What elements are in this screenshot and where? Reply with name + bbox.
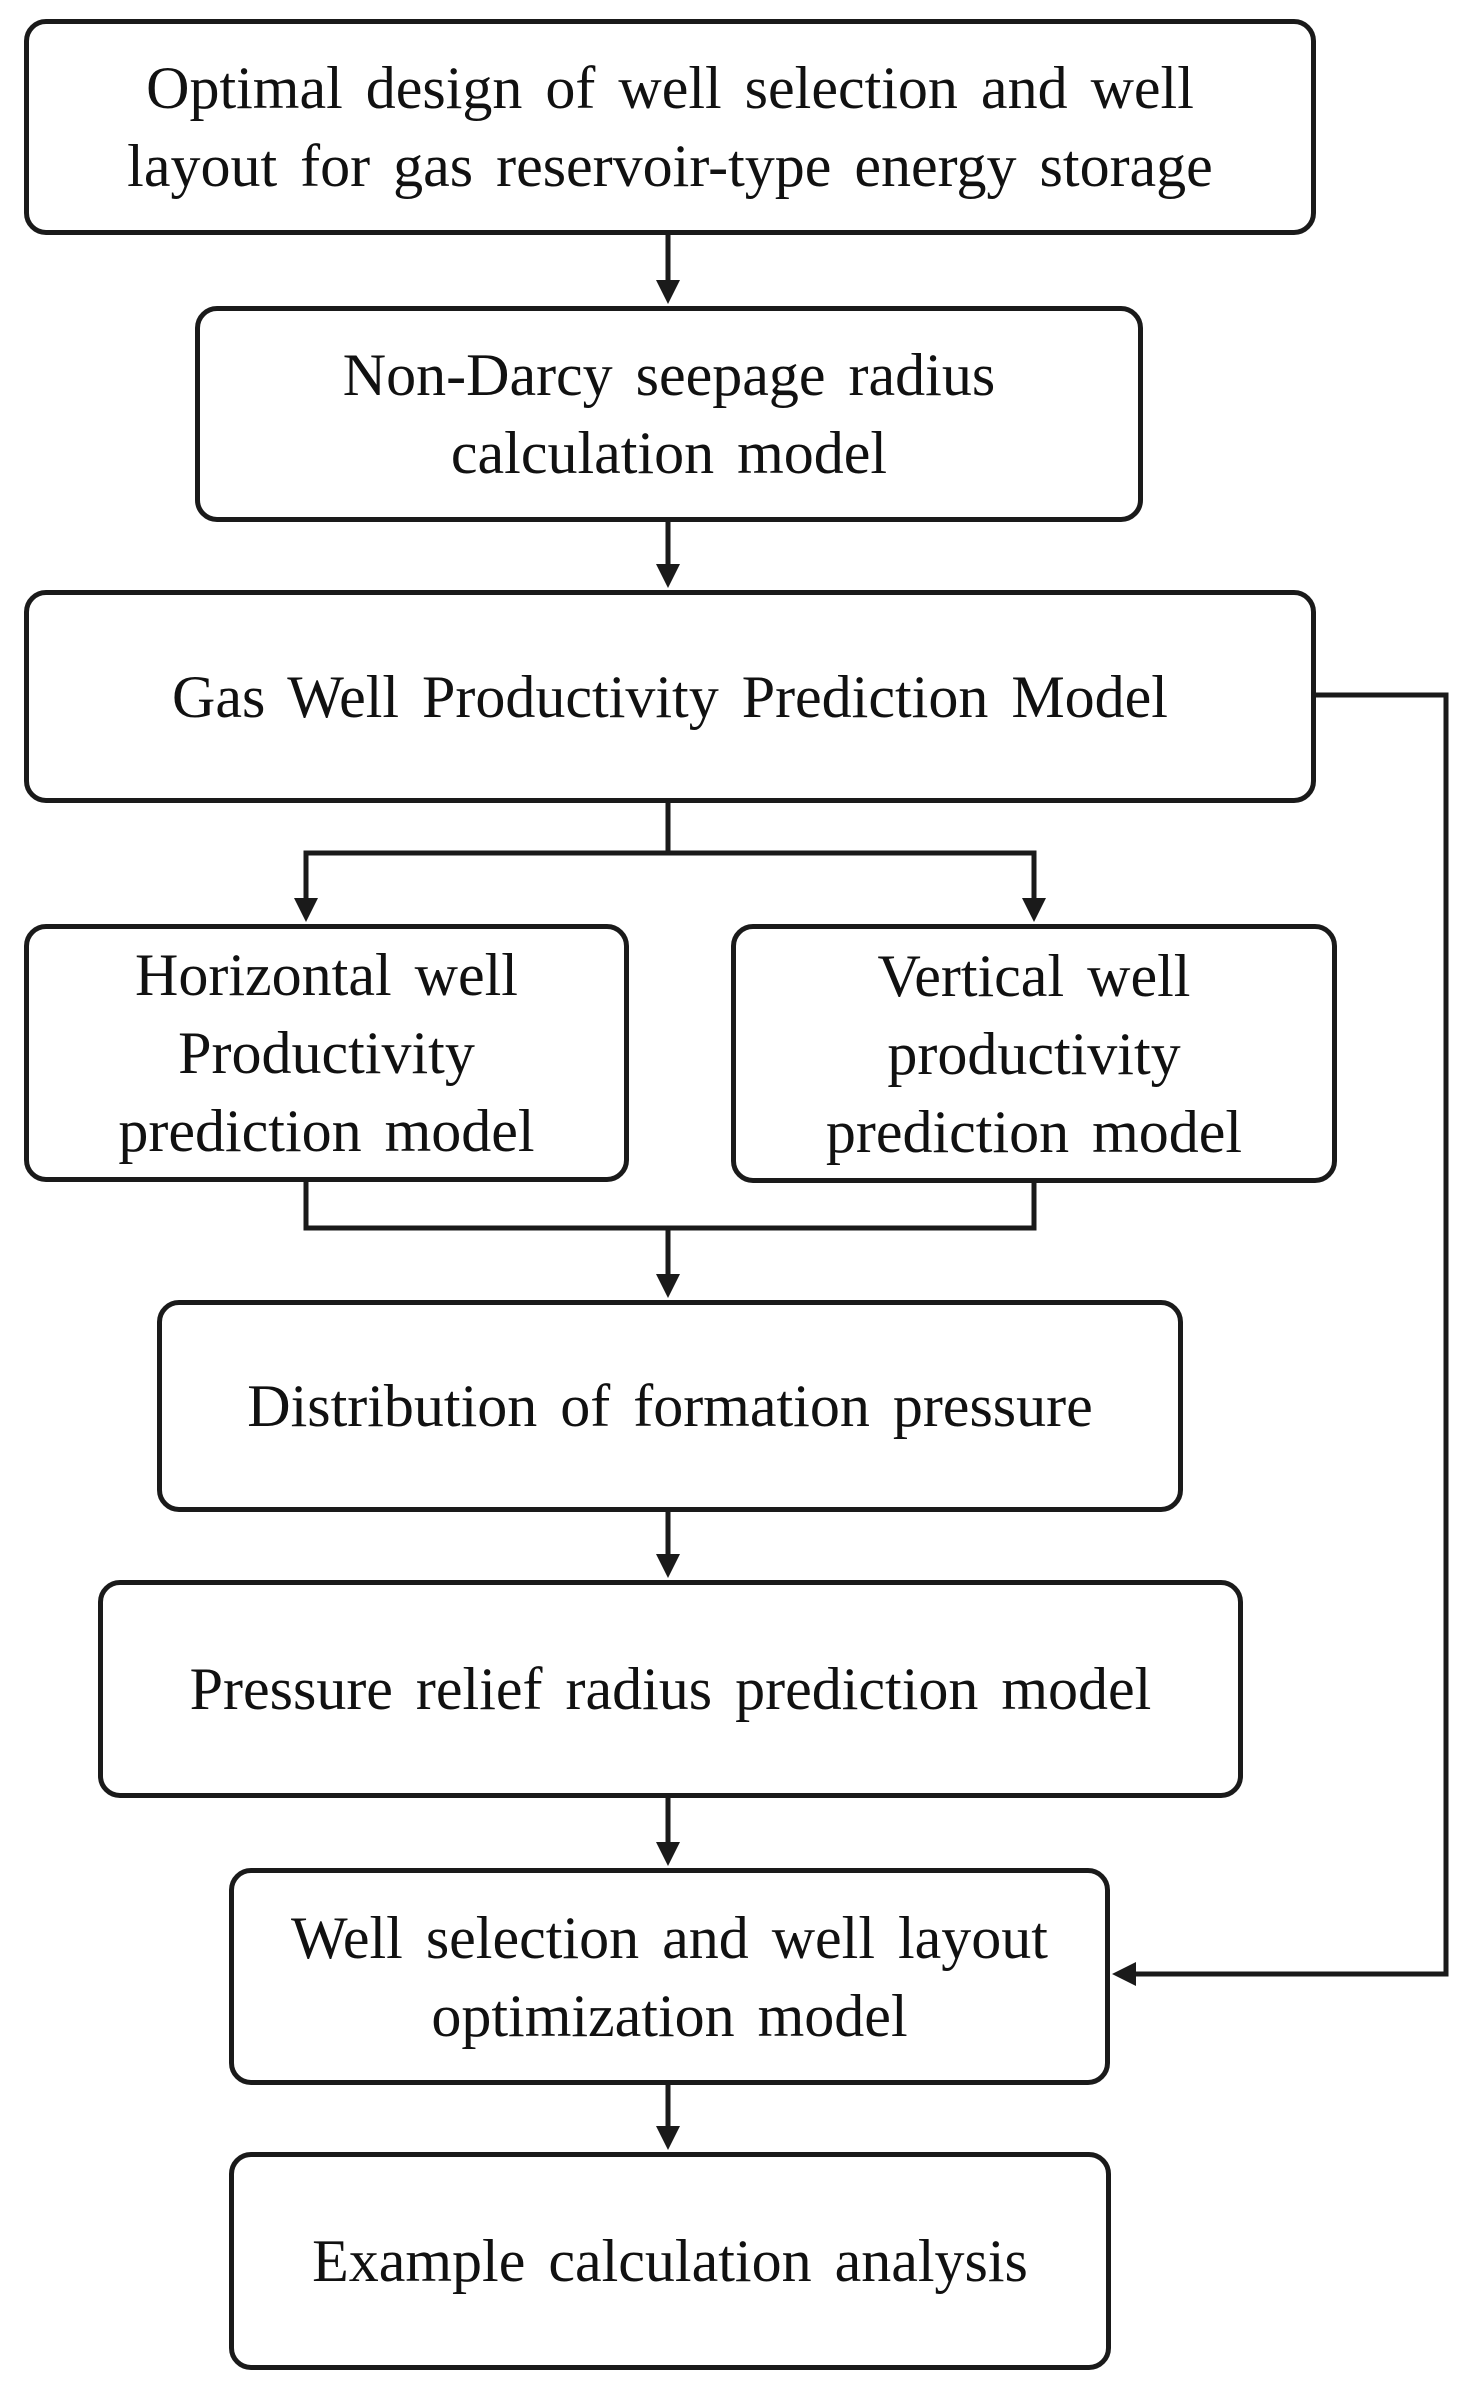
node-well-layout-optimization-label: Well selection and well layout optimizat… xyxy=(291,1904,1048,2049)
node-gas-well-productivity: Gas Well Productivity Prediction Model xyxy=(24,590,1316,803)
node-example-calculation-label: Example calculation analysis xyxy=(312,2228,1028,2294)
node-vertical-well: Vertical well productivity prediction mo… xyxy=(731,924,1337,1183)
node-horizontal-well: Horizontal well Productivity prediction … xyxy=(24,924,629,1182)
edge-n3-n5 xyxy=(668,850,1037,910)
node-optimal-design: Optimal design of well selection and wel… xyxy=(24,19,1316,235)
arrowhead-n2 xyxy=(656,280,680,304)
node-non-darcy-seepage-label: Non-Darcy seepage radius calculation mod… xyxy=(342,342,996,486)
node-optimal-design-label: Optimal design of well selection and wel… xyxy=(127,55,1213,199)
arrowhead-n8 xyxy=(656,1842,680,1866)
node-vertical-well-label: Vertical well productivity prediction mo… xyxy=(825,942,1243,1165)
arrowhead-n5 xyxy=(1022,898,1046,922)
arrowhead-n9 xyxy=(656,2126,680,2150)
arrowhead-n4 xyxy=(294,898,318,922)
edge-n3-n8-side xyxy=(1122,692,1449,1977)
node-pressure-relief-radius-label: Pressure relief radius prediction model xyxy=(189,1656,1152,1722)
arrowhead-n3 xyxy=(656,564,680,588)
node-gas-well-productivity-label: Gas Well Productivity Prediction Model xyxy=(172,663,1168,730)
arrowhead-n8-side xyxy=(1112,1962,1136,1986)
node-example-calculation: Example calculation analysis xyxy=(229,2152,1111,2370)
node-non-darcy-seepage: Non-Darcy seepage radius calculation mod… xyxy=(195,306,1143,522)
node-pressure-relief-radius: Pressure relief radius prediction model xyxy=(98,1580,1243,1798)
node-well-layout-optimization: Well selection and well layout optimizat… xyxy=(229,1868,1110,2085)
node-formation-pressure: Distribution of formation pressure xyxy=(157,1300,1183,1512)
arrowhead-n6 xyxy=(656,1274,680,1298)
node-formation-pressure-label: Distribution of formation pressure xyxy=(247,1373,1093,1439)
edge-merge-n6 xyxy=(303,1179,1037,1231)
node-horizontal-well-label: Horizontal well Productivity prediction … xyxy=(118,942,535,1164)
arrowhead-n7 xyxy=(656,1554,680,1578)
edge-n3-split xyxy=(303,801,671,910)
